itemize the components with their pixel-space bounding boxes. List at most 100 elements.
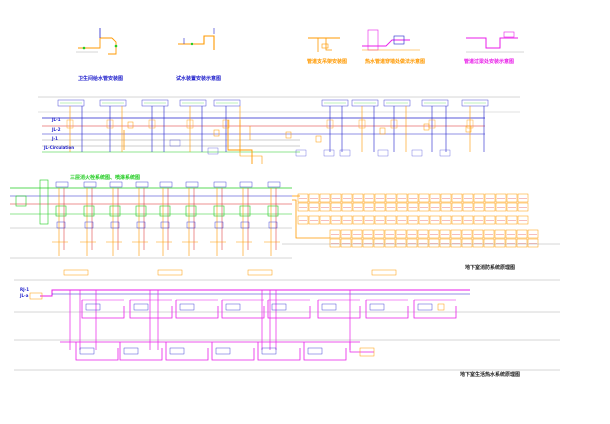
fixture-box (106, 119, 114, 129)
sprinkler-cell (352, 193, 364, 203)
valve-box (110, 221, 120, 229)
riser-tag (185, 181, 199, 188)
sprinkler-cell (527, 229, 539, 239)
fixture-box (307, 347, 323, 355)
sprinkler-cell (440, 202, 452, 212)
section2-caption: 地下室消防系统原理图 (465, 265, 516, 271)
fixture-box (358, 119, 366, 129)
sprinkler-cell (351, 238, 363, 248)
detail-label-5: 管道过梁处安装示意图 (464, 59, 515, 65)
sprinkler-cell (428, 238, 440, 248)
sprinkler-cell (462, 193, 474, 203)
sprinkler-cell (329, 229, 341, 239)
hot-main (40, 289, 470, 297)
sprinkler-cell (494, 229, 506, 239)
sprinkler-cell (308, 215, 320, 225)
sprinkler-cell (483, 229, 495, 239)
hot-water-system-diagram (14, 269, 560, 371)
valve-box (240, 221, 250, 229)
sprinkler-cell (473, 215, 485, 225)
detail4-wall (367, 29, 379, 51)
section3-caption: 地下室生活热水系统原理图 (460, 372, 521, 378)
sprinkler-cell (395, 238, 407, 248)
sprinkler-cell (308, 202, 320, 212)
branch-loop (129, 300, 173, 319)
sprinkler-cell (516, 229, 528, 239)
sprinkler-cell (319, 215, 331, 225)
detail3-hanger (325, 38, 332, 51)
fixture-box (390, 119, 398, 129)
fixture-mark (127, 121, 134, 129)
sprinkler-cell (384, 238, 396, 248)
pipe-tag (323, 149, 335, 157)
sprinkler-cell (330, 215, 342, 225)
sprinkler-cell (396, 202, 408, 212)
top-detail-drawings (76, 28, 524, 55)
fixture-box (222, 119, 230, 129)
sprinkler-cell (297, 202, 309, 212)
fixture-mark (423, 123, 430, 131)
branch (292, 199, 330, 239)
fixture-box (79, 347, 95, 355)
fixture-mark (213, 129, 220, 137)
detail5-pipe (466, 37, 518, 49)
pipe-tag (439, 149, 451, 157)
sprinkler-cell (395, 229, 407, 239)
sprinkler-cell (450, 229, 462, 239)
sprinkler-cell (517, 193, 529, 203)
detail-label-3: 管道支吊架安装图 (307, 59, 348, 65)
sprinkler-cell (407, 202, 419, 212)
hydrant-box (239, 205, 251, 217)
sprinkler-cell (461, 229, 473, 239)
sprinkler-cell (527, 238, 539, 248)
heater-box (359, 347, 375, 357)
fixture-box (148, 119, 156, 129)
pipe-tag (411, 149, 423, 157)
detail-label-4: 热水管道穿墙处做法示意图 (365, 59, 426, 65)
sprinkler-cell (396, 215, 408, 225)
branch (349, 342, 374, 353)
sprinkler-cell (506, 202, 518, 212)
sprinkler-cell (374, 193, 386, 203)
fixture-box (271, 303, 287, 311)
riser-tag (213, 181, 227, 188)
detail5-box (503, 31, 515, 38)
sprinkler-cell (428, 229, 440, 239)
section-tag (157, 269, 183, 276)
riser-box (39, 179, 49, 225)
fixture-mark (379, 127, 386, 135)
hydrant-box (267, 205, 279, 217)
sprinkler-cell (495, 215, 507, 225)
valve-box (56, 221, 66, 229)
sprinkler-cell (362, 238, 374, 248)
sprinkler-cell (462, 215, 474, 225)
fixture-mark (465, 125, 472, 133)
sprinkler-cell (517, 215, 529, 225)
sprinkler-cell (451, 215, 463, 225)
sprinkler-cell (505, 229, 517, 239)
sprinkler-cell (439, 229, 451, 239)
valve-box (186, 221, 196, 229)
sprinkler-cell (385, 215, 397, 225)
sprinkler-cell (330, 202, 342, 212)
sprinkler-cell (440, 215, 452, 225)
sprinkler-cell (461, 238, 473, 248)
sprinkler-cell (472, 229, 484, 239)
branch-loop (267, 300, 311, 319)
sprinkler-cell (319, 193, 331, 203)
sprinkler-cell (329, 238, 341, 248)
fixture-box (123, 347, 139, 355)
sprinkler-cell (484, 193, 496, 203)
sprinkler-cell (505, 238, 517, 248)
sprinkler-cell (340, 229, 352, 239)
section1-tag-3: J-1 (52, 136, 58, 141)
pipe-tag (377, 149, 389, 157)
valve-box (15, 195, 27, 207)
pipe-tag (169, 139, 181, 147)
valve-box (84, 221, 94, 229)
branch-loop (365, 300, 409, 319)
sprinkler-cell (374, 215, 386, 225)
sprinkler-cell (417, 229, 429, 239)
sprinkler-cell (352, 215, 364, 225)
sprinkler-cell (506, 215, 518, 225)
